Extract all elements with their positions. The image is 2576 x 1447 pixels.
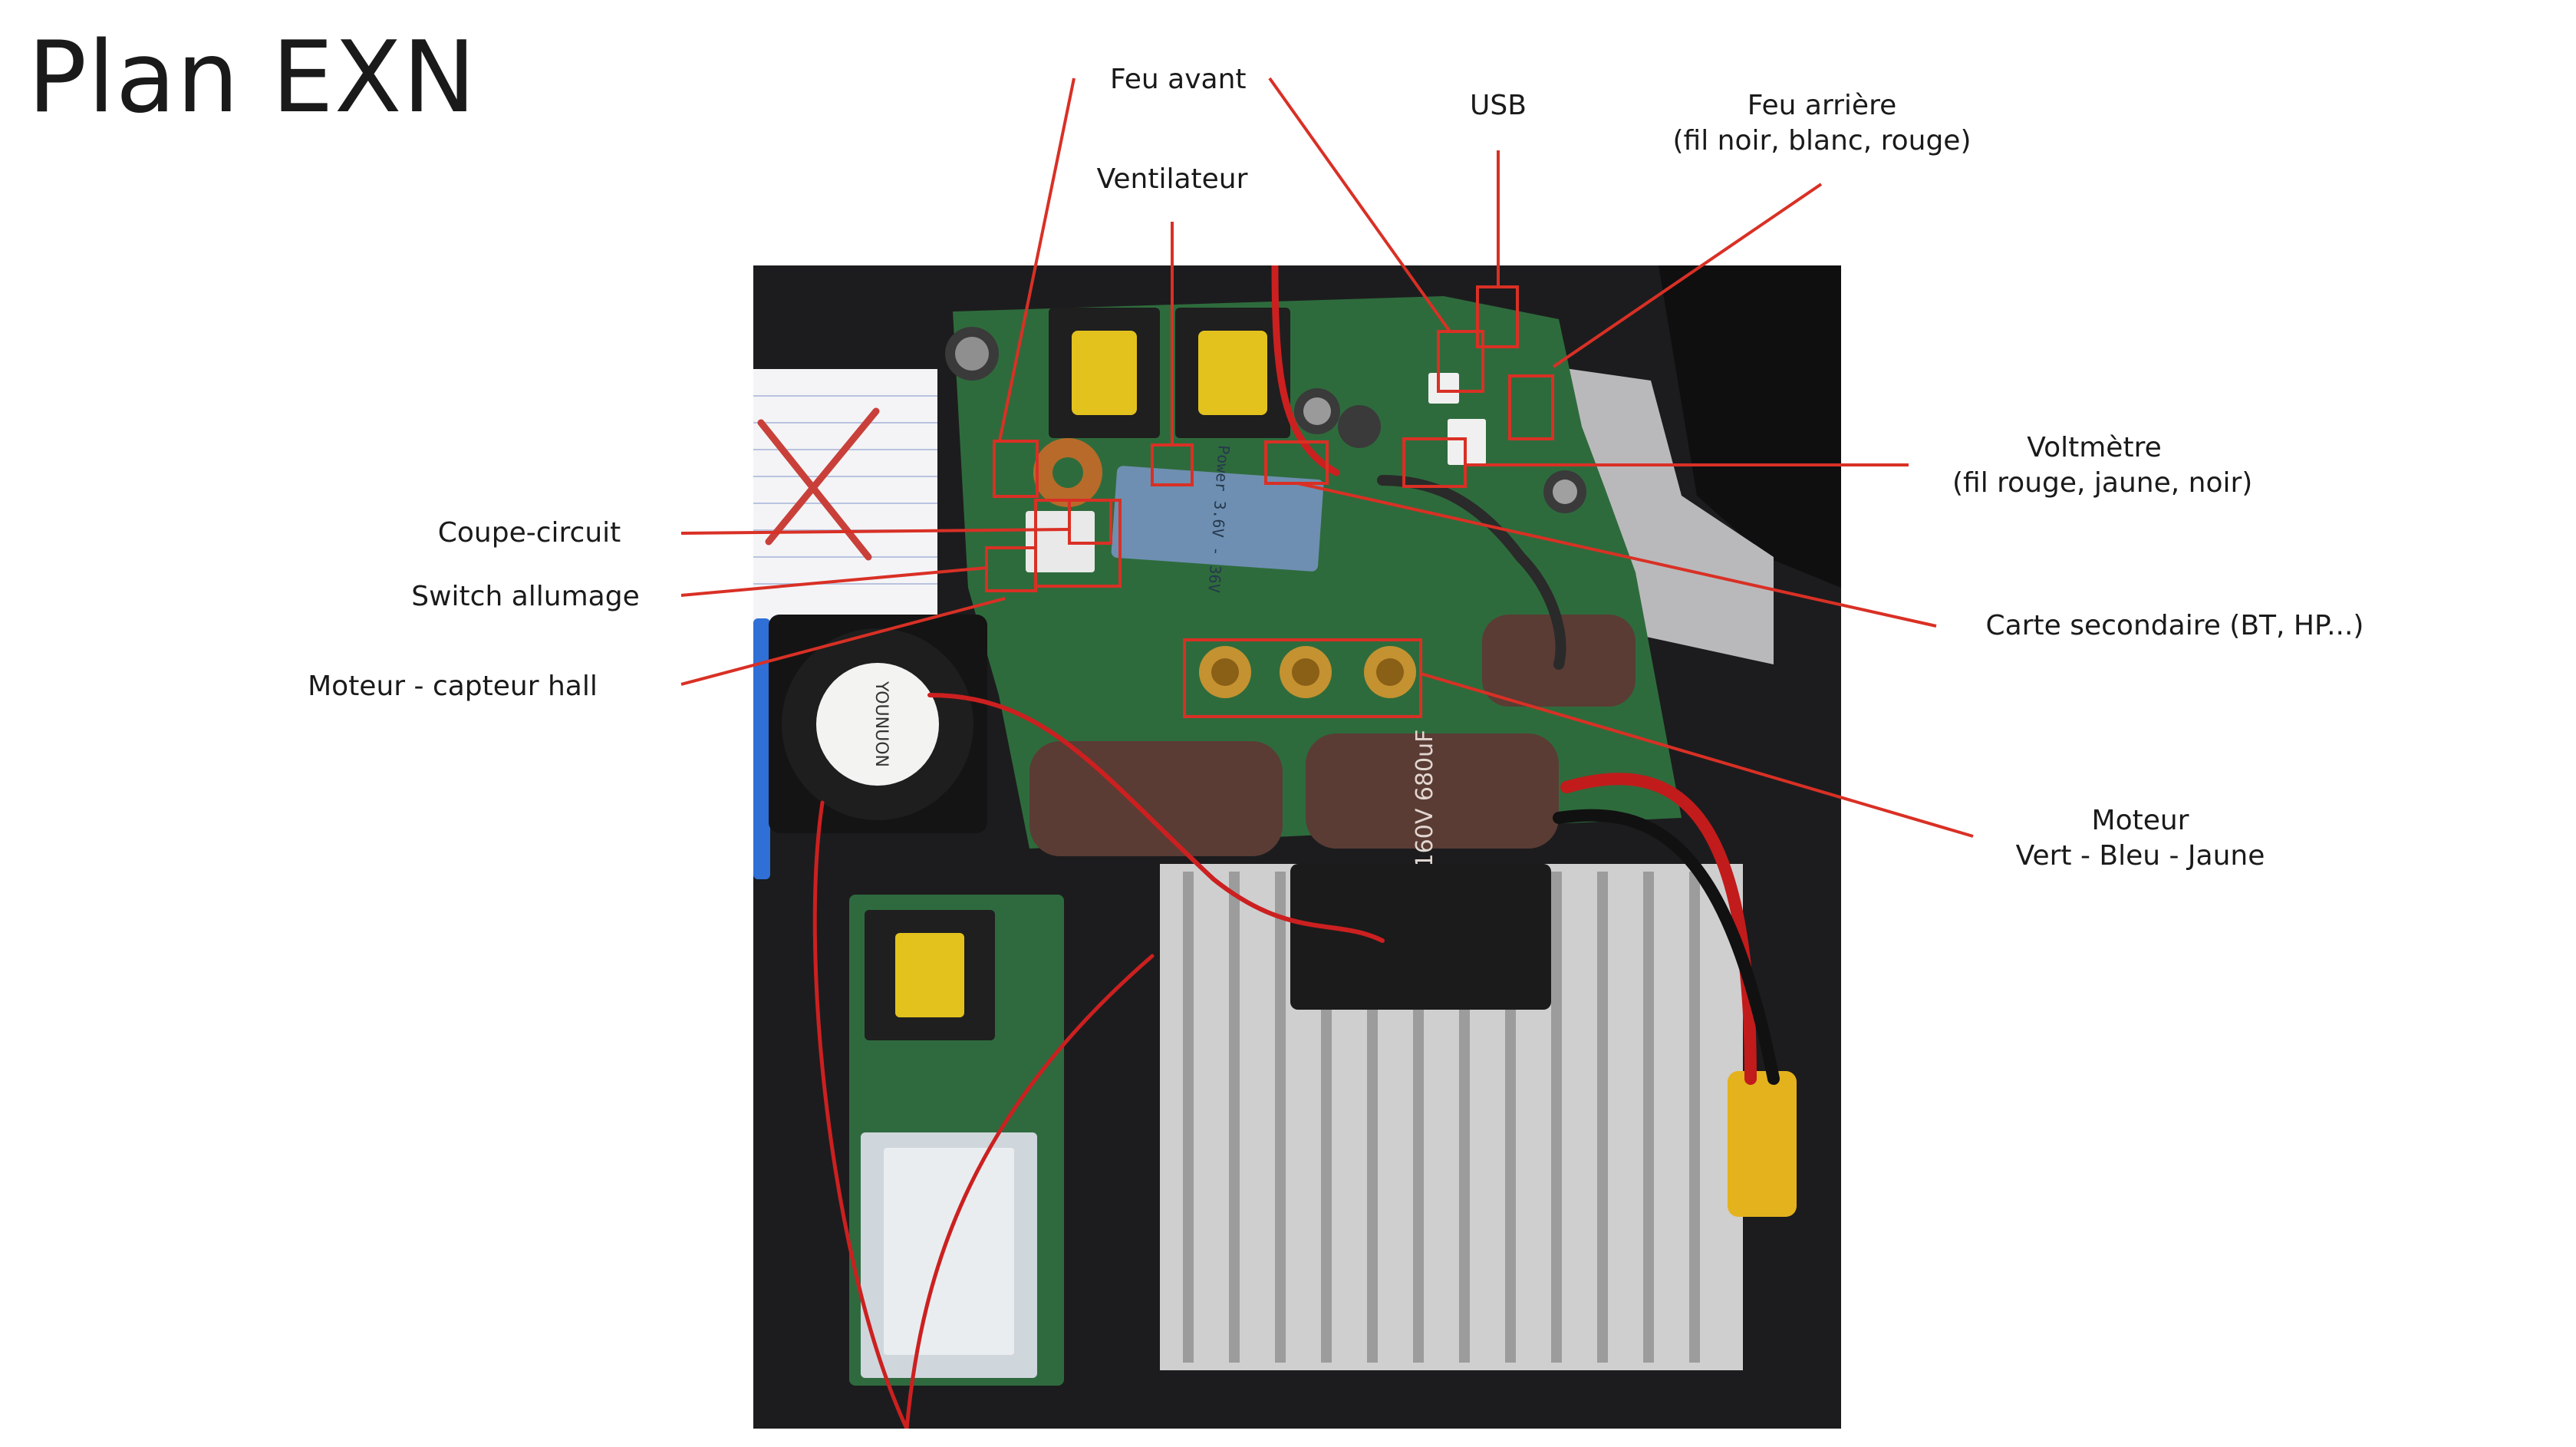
label-voltmetre-line2: (fil rouge, jaune, noir) xyxy=(1952,467,2253,499)
page-title: Plan EXN xyxy=(28,21,477,135)
label-moteur: Moteur Vert - Bleu - Jaune xyxy=(2014,803,2267,874)
controller-board-photo: Power 3.6V - 36V YOUNUON 160V 680uF xyxy=(753,265,1841,1429)
label-feu-avant: Feu avant xyxy=(1110,64,1247,95)
label-voltmetre: Voltmètre (fil rouge, jaune, noir) xyxy=(1952,430,2253,501)
label-moteur-line1: Moteur xyxy=(2091,805,2189,836)
label-coupe-circuit: Coupe-circuit xyxy=(437,517,621,549)
label-feu-arriere: Feu arrière (fil noir, blanc, rouge) xyxy=(1672,88,1972,159)
label-switch-allumage: Switch allumage xyxy=(411,581,640,612)
label-ventilateur: Ventilateur xyxy=(1096,163,1248,195)
label-moteur-capteur-hall: Moteur - capteur hall xyxy=(308,671,598,702)
cooling-fan: YOUNUON xyxy=(769,615,987,833)
capacitor-rating-label: 160V 680uF xyxy=(1412,730,1438,869)
label-usb: USB xyxy=(1470,90,1527,121)
label-carte-secondaire: Carte secondaire (BT, HP...) xyxy=(1985,610,2364,641)
fan-brand-label: YOUNUON xyxy=(871,681,891,767)
transformer-right xyxy=(1175,308,1290,438)
label-voltmetre-line1: Voltmètre xyxy=(2027,432,2162,463)
label-feu-arriere-line1: Feu arrière xyxy=(1747,90,1897,121)
label-moteur-line2: Vert - Bleu - Jaune xyxy=(2015,840,2265,872)
dc-dc-converter: Power 3.6V - 36V xyxy=(1111,445,1324,593)
motor-phase-terminals xyxy=(1199,646,1416,698)
xt-connector xyxy=(1728,1071,1797,1217)
paper-note-x xyxy=(753,369,937,622)
transformer-left xyxy=(1049,308,1160,438)
label-feu-arriere-line2: (fil noir, blanc, rouge) xyxy=(1672,125,1972,157)
